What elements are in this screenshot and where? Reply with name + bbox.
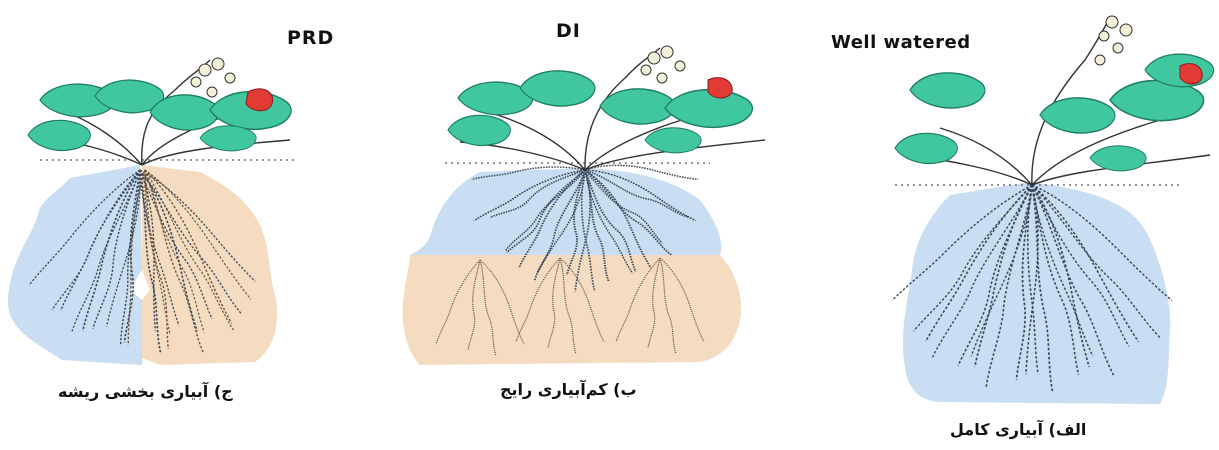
flower-icon bbox=[1095, 16, 1132, 65]
strawberry-plant-icon bbox=[448, 46, 765, 170]
panel-caption-di: ب) کم‌آبیاری رایج bbox=[500, 380, 637, 399]
panel-title-prd: PRD bbox=[287, 27, 334, 49]
panel-di bbox=[403, 46, 765, 365]
panel-caption-prd: ج) آبیاری بخشی ریشه bbox=[58, 382, 233, 401]
strawberry-fruit-icon bbox=[246, 89, 273, 111]
panel-title-di: DI bbox=[556, 20, 581, 42]
strawberry-plant-icon bbox=[28, 58, 291, 165]
flower-icon bbox=[191, 58, 235, 97]
panel-well-watered bbox=[878, 16, 1214, 404]
flower-icon bbox=[641, 46, 685, 83]
panel-prd bbox=[8, 58, 295, 369]
panel-title-well-watered: Well watered bbox=[831, 32, 971, 53]
wet-soil-region bbox=[903, 182, 1170, 404]
panel-caption-well-watered: الف) آبیاری کامل bbox=[950, 420, 1086, 439]
strawberry-fruit-icon bbox=[1180, 64, 1202, 84]
dry-soil-region bbox=[142, 165, 277, 365]
wet-soil-region bbox=[410, 168, 721, 255]
strawberry-fruit-icon bbox=[708, 78, 732, 98]
